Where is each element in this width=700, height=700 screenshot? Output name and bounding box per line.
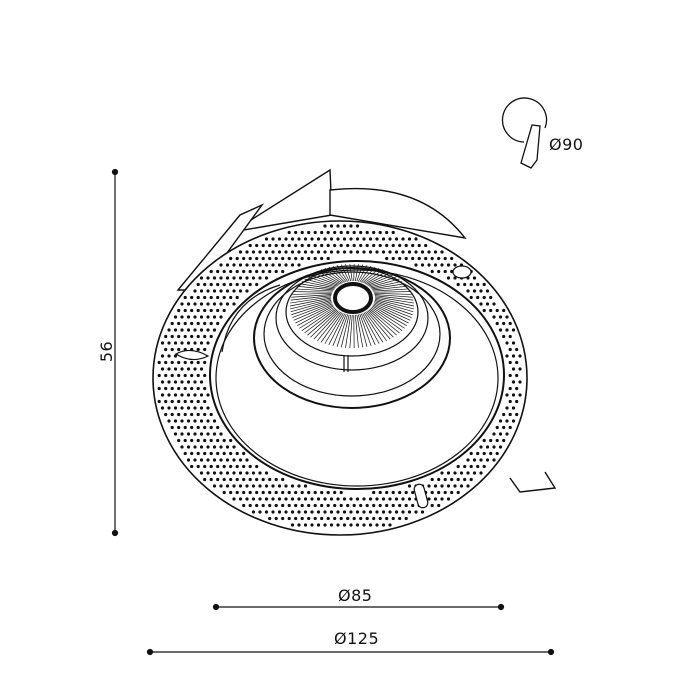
cutout-saw-icon bbox=[501, 97, 548, 169]
spring-clips bbox=[174, 265, 472, 509]
led-lens bbox=[333, 282, 373, 314]
dimension-lines bbox=[111, 168, 555, 656]
perforation-pattern bbox=[157, 224, 522, 527]
heatsink-fins bbox=[289, 263, 415, 348]
trim-inner-edge bbox=[209, 260, 505, 490]
height-label: 56 bbox=[97, 340, 117, 363]
outer-diameter-label: Ø125 bbox=[334, 629, 380, 648]
housing bbox=[176, 168, 557, 493]
reflector-rim bbox=[215, 269, 499, 487]
inner-diameter-label: Ø85 bbox=[338, 586, 373, 605]
lamp-module bbox=[221, 263, 451, 409]
cutout-diameter-label: Ø90 bbox=[549, 135, 584, 154]
